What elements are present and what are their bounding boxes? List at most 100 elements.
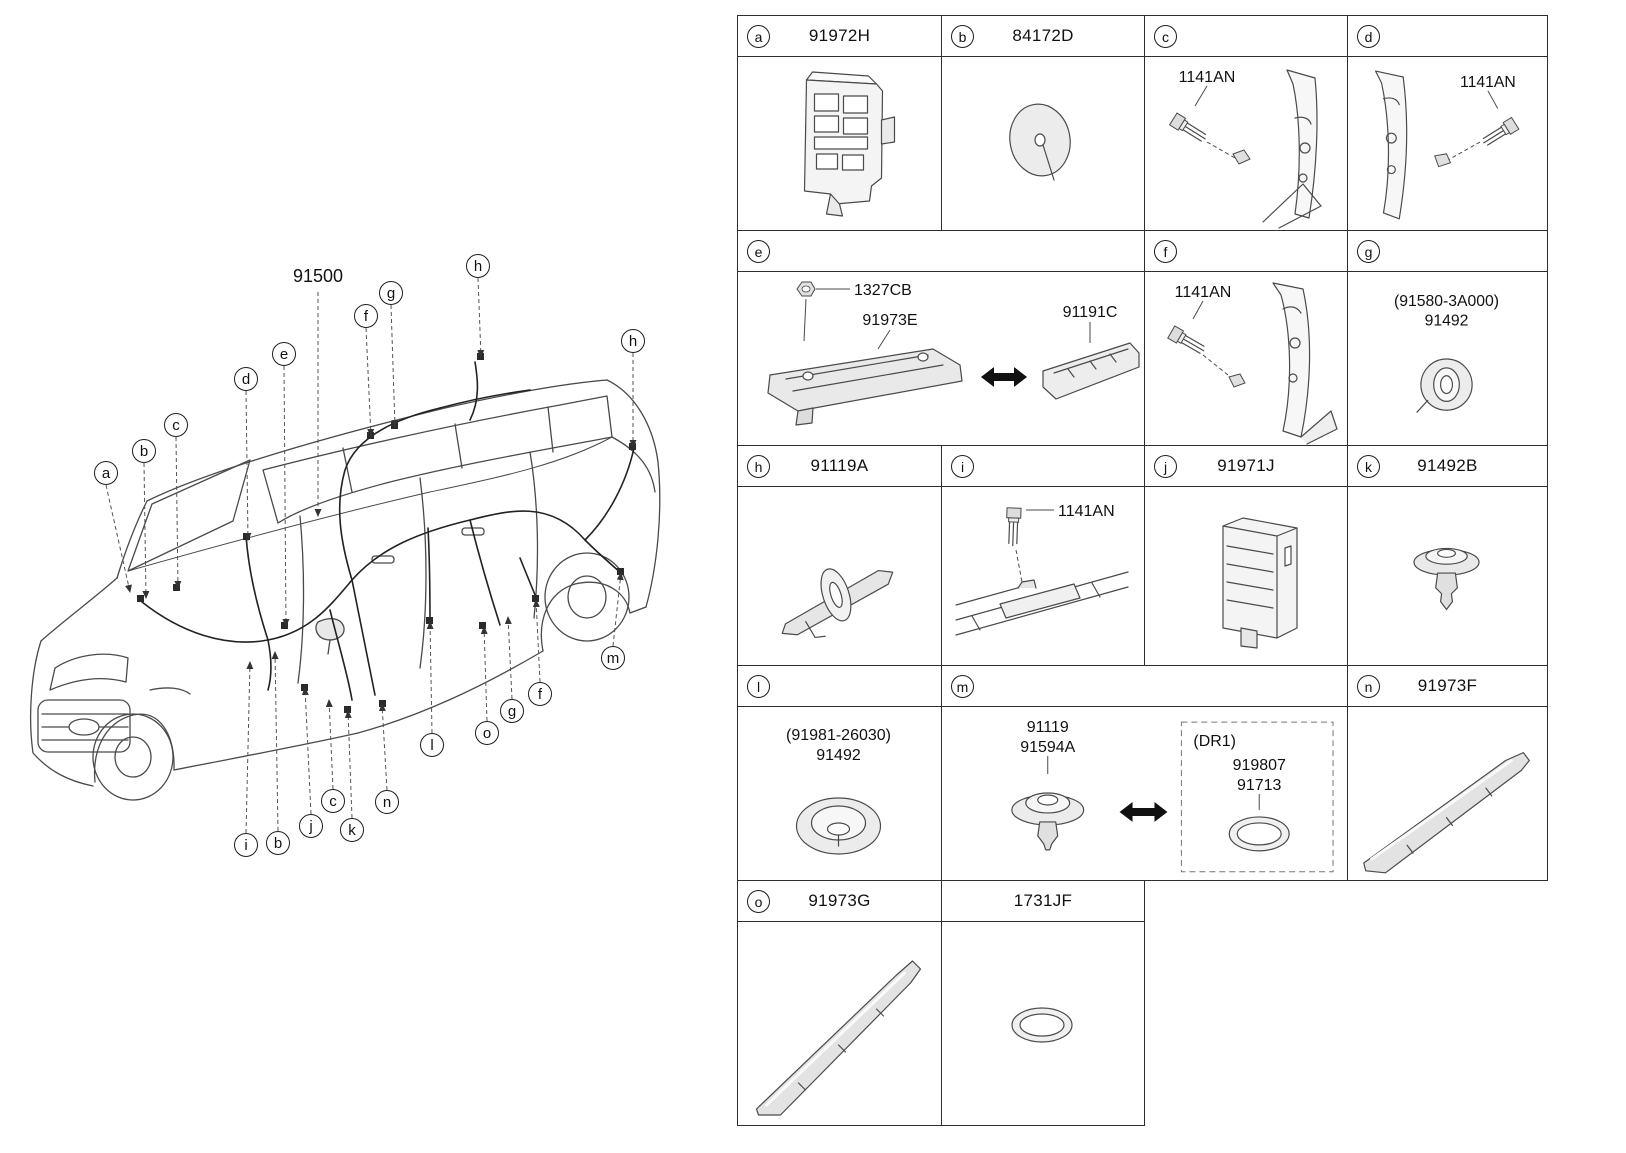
label-alt-ref-g: (91580-3A000) xyxy=(1394,293,1499,310)
van-illustration xyxy=(30,277,661,834)
parts-cell-d[interactable]: d 1141AN xyxy=(1347,15,1548,231)
grommet-swap-art: 91119 91594A (DR1) 919807 91713 xyxy=(1011,719,1334,873)
cell-header-d: d xyxy=(1348,16,1547,57)
dr1-dashed-box xyxy=(1180,721,1334,873)
cell-letter-e: e xyxy=(747,240,770,263)
cell-header-e: e xyxy=(738,231,1144,272)
label-1141an-d: 1141AN xyxy=(1460,74,1516,91)
callout-b: b xyxy=(266,831,290,855)
parts-cell-j[interactable]: j 91971J xyxy=(1144,445,1348,666)
callout-a: a xyxy=(94,461,118,485)
parts-cell-k[interactable]: k 91492B xyxy=(1347,445,1548,666)
parts-cell-h[interactable]: h 91119A xyxy=(737,445,942,666)
label-91973e: 91973E xyxy=(862,312,917,329)
push-clip-art xyxy=(1413,547,1480,611)
label-part-g: 91492 xyxy=(1425,313,1469,330)
sill-protector-art-n xyxy=(1363,752,1530,874)
part-number-o: 91973G xyxy=(808,891,871,910)
cell-header-i: i xyxy=(942,446,1144,487)
callout-c: c xyxy=(164,413,188,437)
cell-letter-i: i xyxy=(951,455,974,478)
harness-connectors xyxy=(137,353,636,713)
grommet-art-g: (91580-3A000) 91492 xyxy=(1394,293,1499,413)
cell-letter-g: g xyxy=(1357,240,1380,263)
parts-cell-e[interactable]: e 1327CB 91973E xyxy=(737,230,1145,446)
harness-part-label: 91500 xyxy=(285,266,351,287)
label-alt-ref-l: (91981-26030) xyxy=(786,727,891,744)
parts-cell-f[interactable]: f 1141AN xyxy=(1144,230,1348,446)
label-91594a: 91594A xyxy=(1020,739,1075,756)
part-number-a: 91972H xyxy=(808,26,871,45)
part-number-h: 91119A xyxy=(810,456,869,475)
part-number-j: 91971J xyxy=(1217,456,1275,475)
cell-header-h: h 91119A xyxy=(738,446,941,487)
callout-o: o xyxy=(475,721,499,745)
callout-c: c xyxy=(321,789,345,813)
parts-cell-c[interactable]: c 1141AN xyxy=(1144,15,1348,231)
cell-letter-d: d xyxy=(1357,25,1380,48)
callout-e: e xyxy=(272,342,296,366)
bolt-pillar-art-f: 1141AN xyxy=(1167,282,1338,445)
label-91191c: 91191C xyxy=(1063,304,1118,321)
callout-n: n xyxy=(375,790,399,814)
part-number-k: 91492B xyxy=(1417,456,1478,475)
callout-h: h xyxy=(466,254,490,278)
grommet-art-l: (91981-26030) 91492 xyxy=(786,727,891,855)
label-part-l: 91492 xyxy=(816,747,861,764)
sill-protector-art-o xyxy=(755,960,922,1116)
label-1141an-f: 1141AN xyxy=(1175,284,1232,301)
swap-arrow-icon xyxy=(1119,801,1168,822)
connector-block-art xyxy=(1222,517,1298,649)
parts-cell-g[interactable]: g (91580-3A000) 91492 xyxy=(1347,230,1548,446)
cell-header-n: n 91973F xyxy=(1348,666,1547,707)
part-number-1731jf: 1731JF xyxy=(1013,891,1073,910)
cell-letter-b: b xyxy=(951,25,974,48)
parts-cell-n[interactable]: n 91973F xyxy=(1347,665,1548,881)
cell-letter-l: l xyxy=(747,675,770,698)
grommet-disc-art xyxy=(1009,103,1071,181)
wiring-harness-art xyxy=(141,361,635,701)
callout-f: f xyxy=(354,304,378,328)
callout-b: b xyxy=(132,439,156,463)
label-1327cb: 1327CB xyxy=(854,282,912,299)
callout-g: g xyxy=(379,281,403,305)
cell-header-f: f xyxy=(1145,231,1347,272)
cell-header-l: l xyxy=(738,666,941,707)
cell-letter-j: j xyxy=(1154,455,1177,478)
protector-pair-art: 1327CB 91973E 91191C xyxy=(767,281,1140,426)
cell-letter-c: c xyxy=(1154,25,1177,48)
parts-cell-l[interactable]: l (91981-26030) 91492 xyxy=(737,665,942,881)
label-1141an-c: 1141AN xyxy=(1179,69,1236,86)
parts-cell-i[interactable]: i 1141AN xyxy=(941,445,1145,666)
bolt-frame-art: 1141AN xyxy=(955,503,1129,636)
callout-m: m xyxy=(601,646,625,670)
parts-cell-b[interactable]: b 84172D xyxy=(941,15,1145,231)
callout-i: i xyxy=(234,833,258,857)
label-91713: 91713 xyxy=(1237,777,1281,794)
cell-letter-h: h xyxy=(747,455,770,478)
cell-letter-a: a xyxy=(747,25,770,48)
callout-f: f xyxy=(528,682,552,706)
parts-cell-m[interactable]: m 91119 91594A (DR1) 919807 91713 xyxy=(941,665,1348,881)
callout-leader-lines xyxy=(105,277,637,834)
parts-cell-a[interactable]: a 91972H xyxy=(737,15,942,231)
callout-k: k xyxy=(340,818,364,842)
cell-header-1731jf: 1731JF xyxy=(942,881,1144,922)
bolt-pillar-art-d: 1141AN xyxy=(1374,70,1520,220)
parts-cell-o[interactable]: o 91973G xyxy=(737,880,942,1126)
parts-cell-1731jf[interactable]: 1731JF xyxy=(941,880,1145,1126)
cell-letter-n: n xyxy=(1357,675,1380,698)
callout-g: g xyxy=(500,699,524,723)
cell-header-o: o 91973G xyxy=(738,881,941,922)
cell-header-j: j 91971J xyxy=(1145,446,1347,487)
cell-letter-o: o xyxy=(747,890,770,913)
callout-h: h xyxy=(621,329,645,353)
cell-header-a: a 91972H xyxy=(738,16,941,57)
callout-j: j xyxy=(299,814,323,838)
cell-letter-f: f xyxy=(1154,240,1177,263)
label-dr1: (DR1) xyxy=(1193,733,1236,750)
label-91119: 91119 xyxy=(1027,719,1069,736)
van-body-art xyxy=(30,379,661,801)
part-number-b: 84172D xyxy=(1012,26,1074,45)
